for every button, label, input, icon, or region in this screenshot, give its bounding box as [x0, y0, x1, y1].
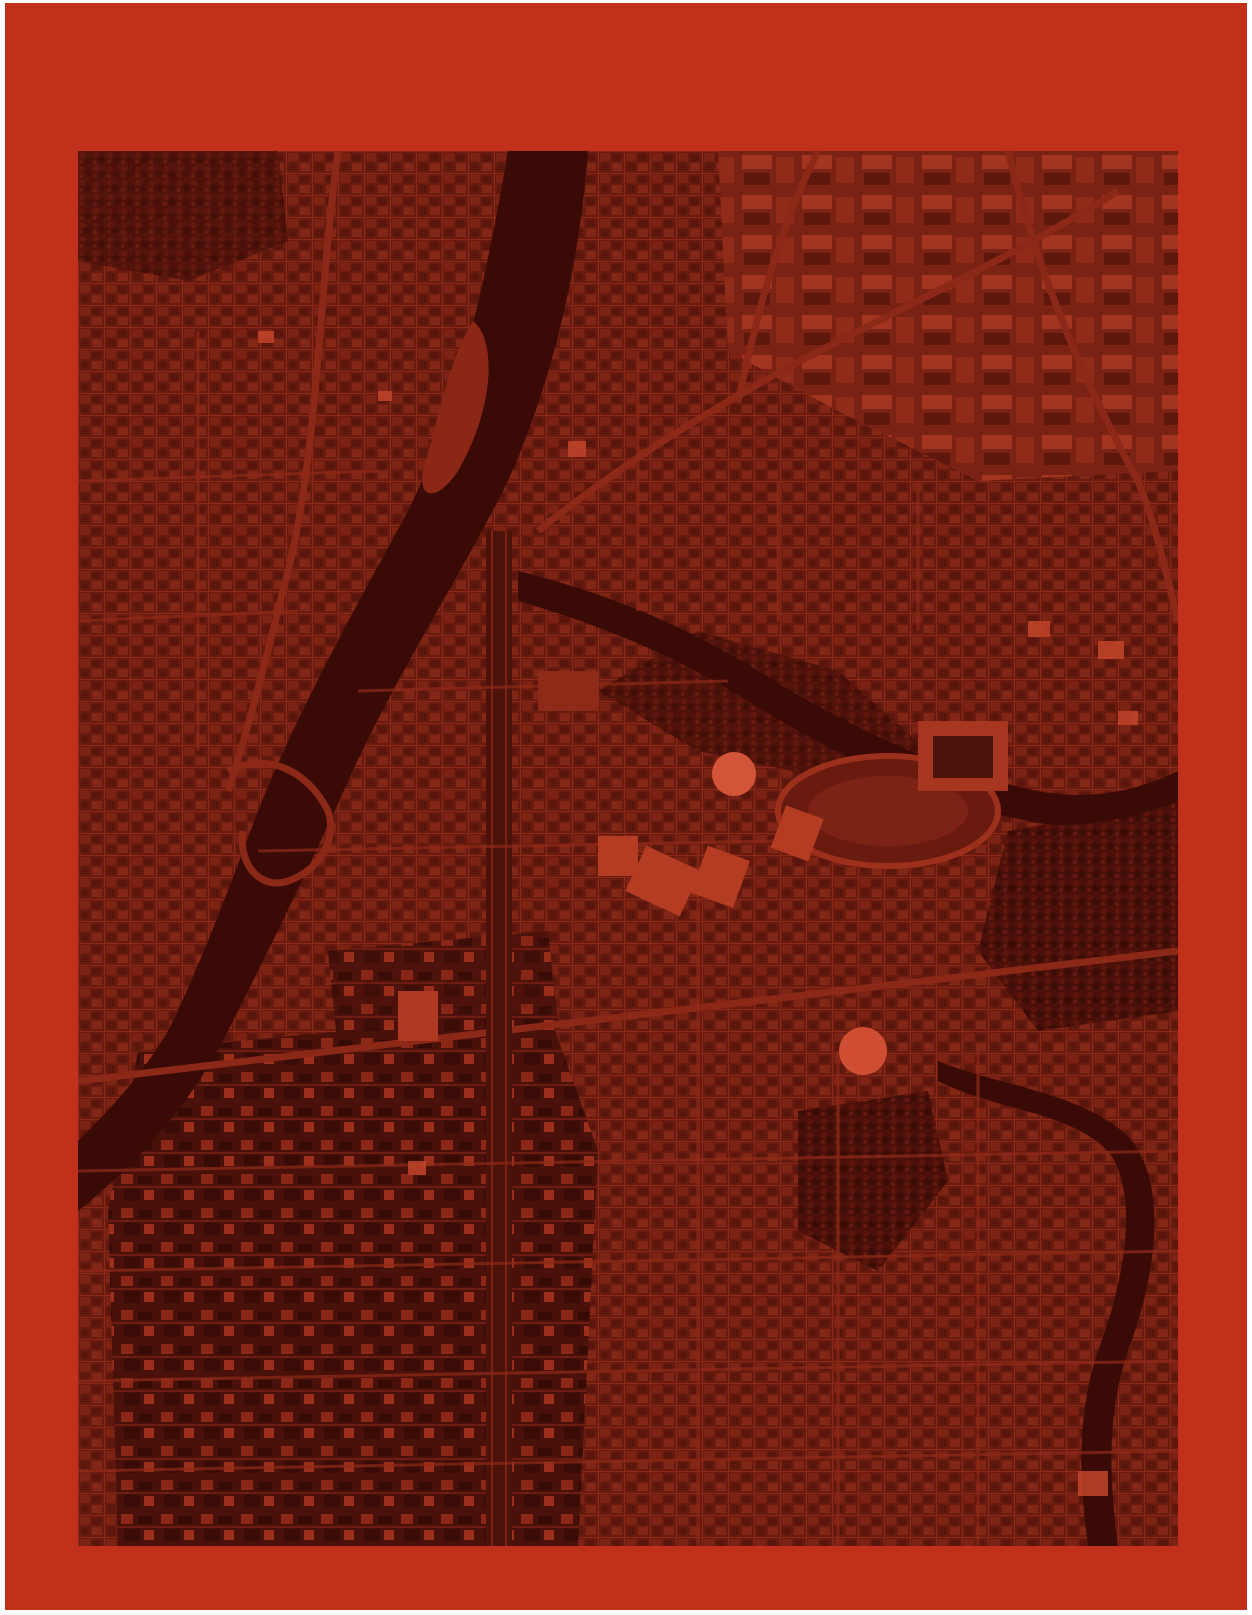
aerial-map[interactable]	[78, 151, 1178, 1546]
park	[978, 801, 1178, 1031]
aerial-map-image	[78, 151, 1178, 1546]
river-island	[422, 321, 489, 494]
downtown-towers	[108, 1011, 598, 1546]
highway-interchange	[78, 151, 1178, 1085]
race-track	[775, 721, 1008, 869]
page-background	[5, 3, 1247, 1610]
rail-corridor	[486, 531, 512, 1546]
domed-stadium	[712, 752, 756, 796]
rail-yard	[718, 151, 1178, 481]
